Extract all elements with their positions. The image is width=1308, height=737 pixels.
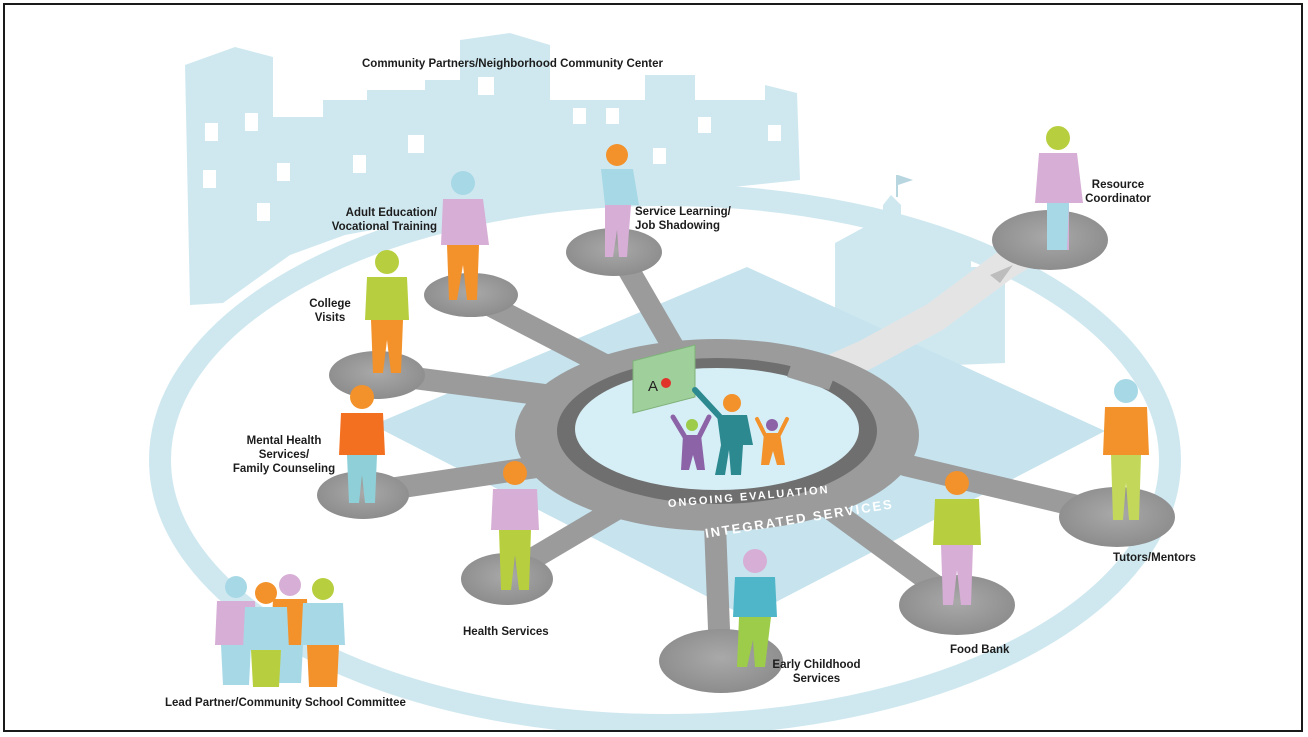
label-line: Early Childhood xyxy=(772,659,861,671)
diagram-frame: ONGOING EVALUATION INTEGRATED SERVICES A xyxy=(3,3,1303,732)
community-ring xyxy=(149,184,1181,730)
person-service-learning xyxy=(601,144,639,257)
board-letter: A xyxy=(648,378,658,395)
label-college-visits: College Visits xyxy=(305,297,355,325)
label-line: Coordinator xyxy=(1085,193,1151,205)
person-college-visits xyxy=(365,250,409,373)
lead-partner-group xyxy=(215,574,345,687)
center-classroom: A xyxy=(632,344,789,475)
city-skyline xyxy=(185,33,800,305)
ring-gap xyxy=(787,353,837,390)
pad-mental-health xyxy=(317,471,409,519)
label-tutors-mentors: Tutors/Mentors xyxy=(1113,552,1196,564)
label-line: Services/ xyxy=(258,449,310,461)
person-food-bank xyxy=(933,471,981,605)
apple-icon xyxy=(661,378,671,388)
label-line: Vocational Training xyxy=(331,221,437,233)
label-line: Services xyxy=(792,673,841,685)
label-health-services: Health Services xyxy=(463,626,549,638)
label-resource-coordinator: Resource Coordinator xyxy=(1083,178,1153,206)
label-adult-education: Adult Education/ Vocational Training xyxy=(325,206,437,234)
label-lead-partner: Lead Partner/Community School Committee xyxy=(165,697,406,709)
person-resource-coordinator xyxy=(1035,126,1083,250)
label-line: Job Shadowing xyxy=(635,220,720,232)
pad-food-bank xyxy=(899,575,1015,635)
label-line: Mental Health xyxy=(246,435,322,447)
label-mental-health: Mental Health Services/ Family Counselin… xyxy=(229,434,339,476)
label-line: Visits xyxy=(314,312,346,324)
pad-early-childhood xyxy=(659,629,783,693)
person-health-services xyxy=(491,461,539,590)
person-adult-education xyxy=(441,171,489,300)
diagram-canvas: ONGOING EVALUATION INTEGRATED SERVICES A xyxy=(149,33,1181,730)
label-early-childhood: Early Childhood Services xyxy=(769,658,864,686)
path-arrow-icon xyxy=(990,265,1013,283)
label-line: Resource xyxy=(1091,179,1145,191)
label-food-bank: Food Bank xyxy=(950,644,1010,656)
label-line: Adult Education/ xyxy=(345,207,437,219)
person-tutors-mentors xyxy=(1103,379,1149,520)
school-house xyxy=(835,175,1005,367)
person-mental-health xyxy=(339,385,385,503)
label-line: Family Counseling xyxy=(232,463,336,475)
city-windows xyxy=(203,77,781,221)
pad-service-learning xyxy=(566,228,662,276)
label-line: Service Learning/ xyxy=(635,206,731,218)
label-community-partners: Community Partners/Neighborhood Communit… xyxy=(362,58,663,70)
label-service-learning: Service Learning/ Job Shadowing xyxy=(635,205,731,233)
person-early-childhood xyxy=(733,549,777,667)
label-line: College xyxy=(309,298,351,310)
